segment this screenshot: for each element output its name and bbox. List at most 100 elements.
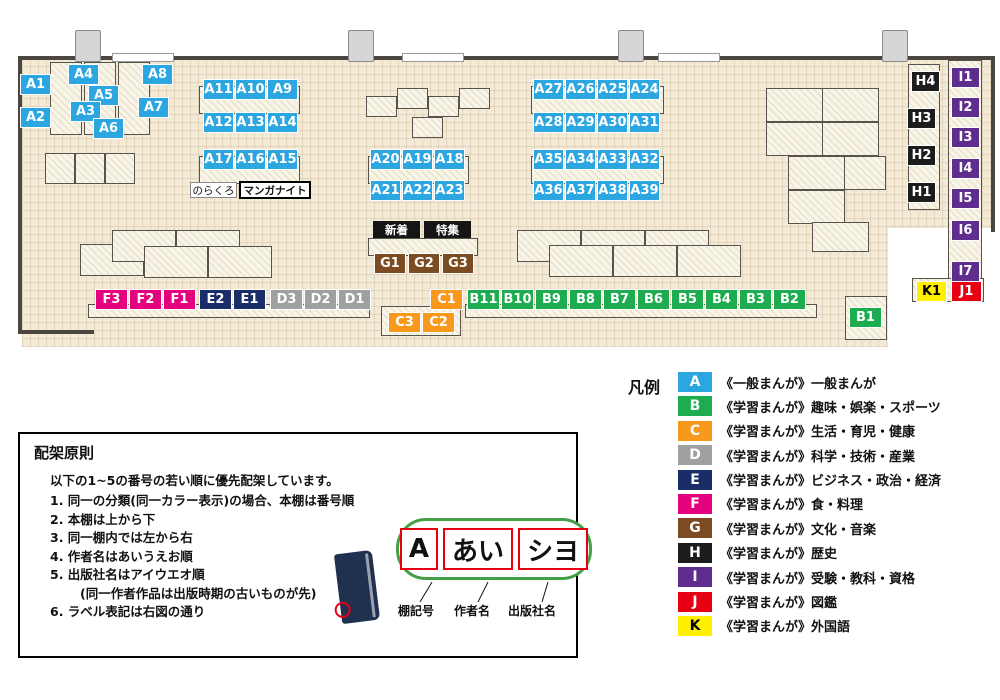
shelf-label-A27: A27 [533,79,564,100]
legend-row-C: C《学習まんが》生活・育児・健康 [678,420,941,441]
legend-label: 《学習まんが》歴史 [720,547,838,563]
shelf-label-B8: B8 [569,289,602,310]
principles-title: 配架原則 [34,444,95,462]
shelf-label-E2: E2 [199,289,232,310]
legend-row-I: I《学習まんが》受験・教科・資格 [678,567,941,588]
shelf-block [45,153,75,184]
wall [18,56,995,60]
shelf-block [549,245,613,277]
shelf-label-G2: G2 [408,253,440,274]
legend-label: 《学習まんが》科学・技術・産業 [720,449,916,465]
label-caption: 棚記号 [398,604,435,618]
shelf-block [844,156,886,190]
legend-chip-F: F [678,493,712,514]
label-cell: シヨ [518,528,589,570]
shelf-block [208,246,272,278]
shelf-block [822,122,879,156]
legend-chip-K: K [678,615,712,636]
label-caption: 作者名 [454,604,491,618]
shelf-label-A26: A26 [565,79,596,100]
shelf-label-B6: B6 [637,289,670,310]
principles-intro: 以下の1~5の番号の若い順に優先配架しています。 [50,473,339,488]
pillar [882,30,908,62]
shelf-block [366,96,397,117]
shelf-label-B2: B2 [773,289,806,310]
legend-chip-E: E [678,469,712,490]
shelf-label-A13: A13 [235,112,266,133]
legend-label: 《学習まんが》ビジネス・政治・経済 [720,474,942,490]
shelf-label-A7: A7 [138,97,169,118]
shelf-block [105,153,135,184]
map-sign: マンガナイト [239,181,311,199]
legend-label: 《一般まんが》一般まんが [720,376,877,392]
shelf-block [766,122,823,156]
shelf-block [75,153,105,184]
legend-chip-A: A [678,372,712,392]
shelf-label-A17: A17 [203,149,234,170]
shelf-label-I7: I7 [951,261,980,282]
legend-label: 《学習まんが》文化・音楽 [720,522,877,538]
shelf-label-A22: A22 [402,180,433,201]
shelf-block [812,222,869,252]
shelf-label-D3: D3 [270,289,303,310]
shelf-label-I2: I2 [951,97,980,118]
label-cell: A [399,528,439,570]
shelf-block [788,156,845,190]
shelf-label-C3: C3 [388,312,421,333]
shelf-label-A6: A6 [93,118,124,139]
principle-line: 6. ラベル表記は右図の通り [50,604,206,619]
shelf-label-F2: F2 [129,289,162,310]
shelf-label-C1: C1 [430,289,463,310]
shelf-label-A39: A39 [629,180,660,201]
shelf-block [50,62,82,135]
shelf-label-A28: A28 [533,112,564,133]
map-sign: 特集 [424,221,471,238]
shelf-label-I1: I1 [951,67,980,88]
shelf-label-A8: A8 [142,64,173,85]
principle-line: 5. 出版社名はアイウエオ順 [50,567,205,582]
shelf-label-A37: A37 [565,180,596,201]
principle-line: 3. 同一棚内では左から右 [50,530,193,545]
shelf-label-D1: D1 [338,289,371,310]
shelf-label-B7: B7 [603,289,636,310]
shelf-label-A9: A9 [267,79,298,100]
legend-row-H: H 《学習まんが》歴史 [678,542,941,563]
shelf-block [766,88,823,122]
shelf-label-K1: K1 [916,281,947,302]
door [402,53,464,62]
shelf-label-B11: B11 [467,289,500,310]
legend-chip-G: G [678,518,712,539]
pointer-line [477,582,489,602]
shelf-label-A23: A23 [434,180,465,201]
shelf-label-F1: F1 [163,289,196,310]
legend-title: 凡例 [628,378,661,397]
shelf-label-A18: A18 [434,149,465,170]
shelf-label-A31: A31 [629,112,660,133]
principle-line: 2. 本棚は上から下 [50,511,156,527]
shelf-label-A10: A10 [235,79,266,100]
wall [18,56,22,334]
shelf-label-A29: A29 [565,112,596,133]
shelf-label-H1: H1 [907,182,936,203]
legend-chip-B: B [678,396,712,417]
shelf-block [677,245,741,277]
shelf-label-F3: F3 [95,289,128,310]
shelf-label-A36: A36 [533,180,564,201]
shelf-block [788,190,845,224]
shelf-label-A14: A14 [267,112,298,133]
pointer-line [419,582,433,602]
shelf-label-I6: I6 [951,220,980,241]
legend-label: 《学習まんが》生活・育児・健康 [720,425,916,441]
legend-chip-H: H [678,542,712,563]
shelf-label-A16: A16 [235,149,266,170]
legend-chip-D: D [678,445,712,466]
book-spine-icon [333,549,381,625]
shelf-block [428,96,459,117]
shelf-block [397,88,428,109]
legend-label: 《学習まんが》外国語 [720,620,851,636]
